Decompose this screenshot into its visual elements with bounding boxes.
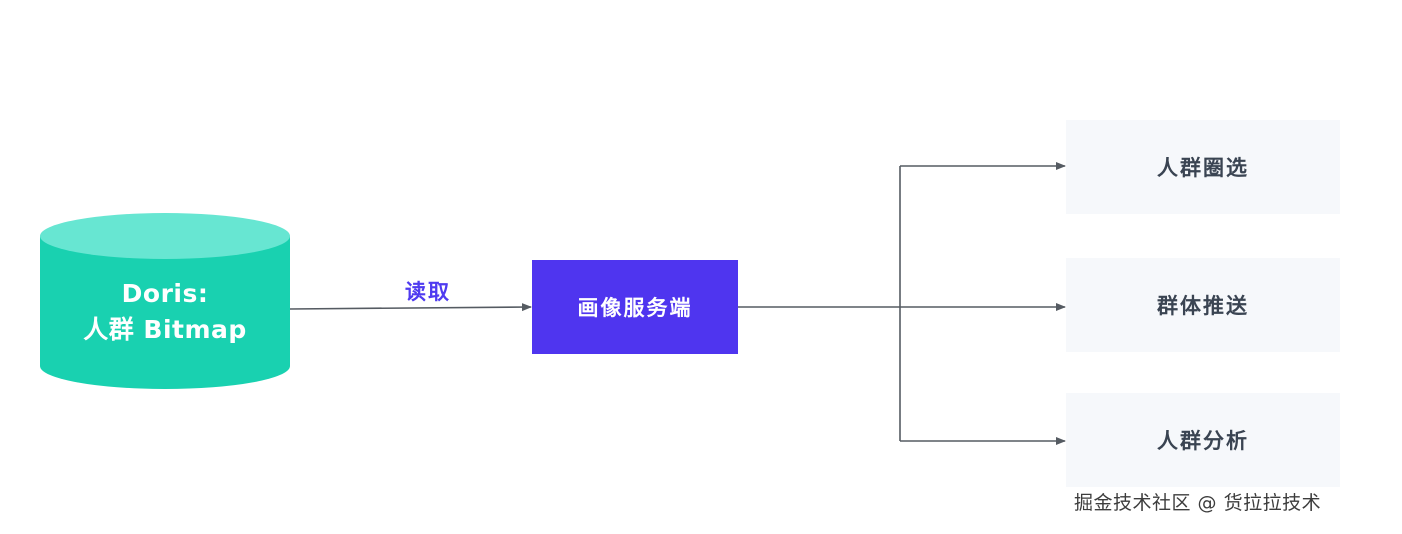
crowd-analysis-box: 人群分析	[1066, 393, 1340, 487]
group-push-label: 群体推送	[1157, 294, 1249, 318]
database-label: Doris: 人群 Bitmap	[40, 276, 290, 348]
profile-service-label: 画像服务端	[577, 296, 693, 320]
crowd-analysis-label: 人群分析	[1157, 429, 1249, 453]
read-arrow	[289, 303, 532, 312]
doris-database-cylinder	[40, 213, 290, 389]
group-push-box: 群体推送	[1066, 258, 1340, 352]
database-label-line1: Doris:	[121, 279, 209, 308]
crowd-selection-box: 人群圈选	[1066, 120, 1340, 214]
fan-out-connectors	[738, 162, 1066, 445]
watermark: 掘金技术社区 @ 货拉拉技术	[1074, 492, 1322, 514]
database-label-line2: 人群 Bitmap	[83, 315, 247, 344]
crowd-selection-label: 人群圈选	[1157, 156, 1249, 180]
profile-service-box: 画像服务端	[532, 260, 738, 354]
read-edge-label: 读取	[405, 280, 451, 304]
